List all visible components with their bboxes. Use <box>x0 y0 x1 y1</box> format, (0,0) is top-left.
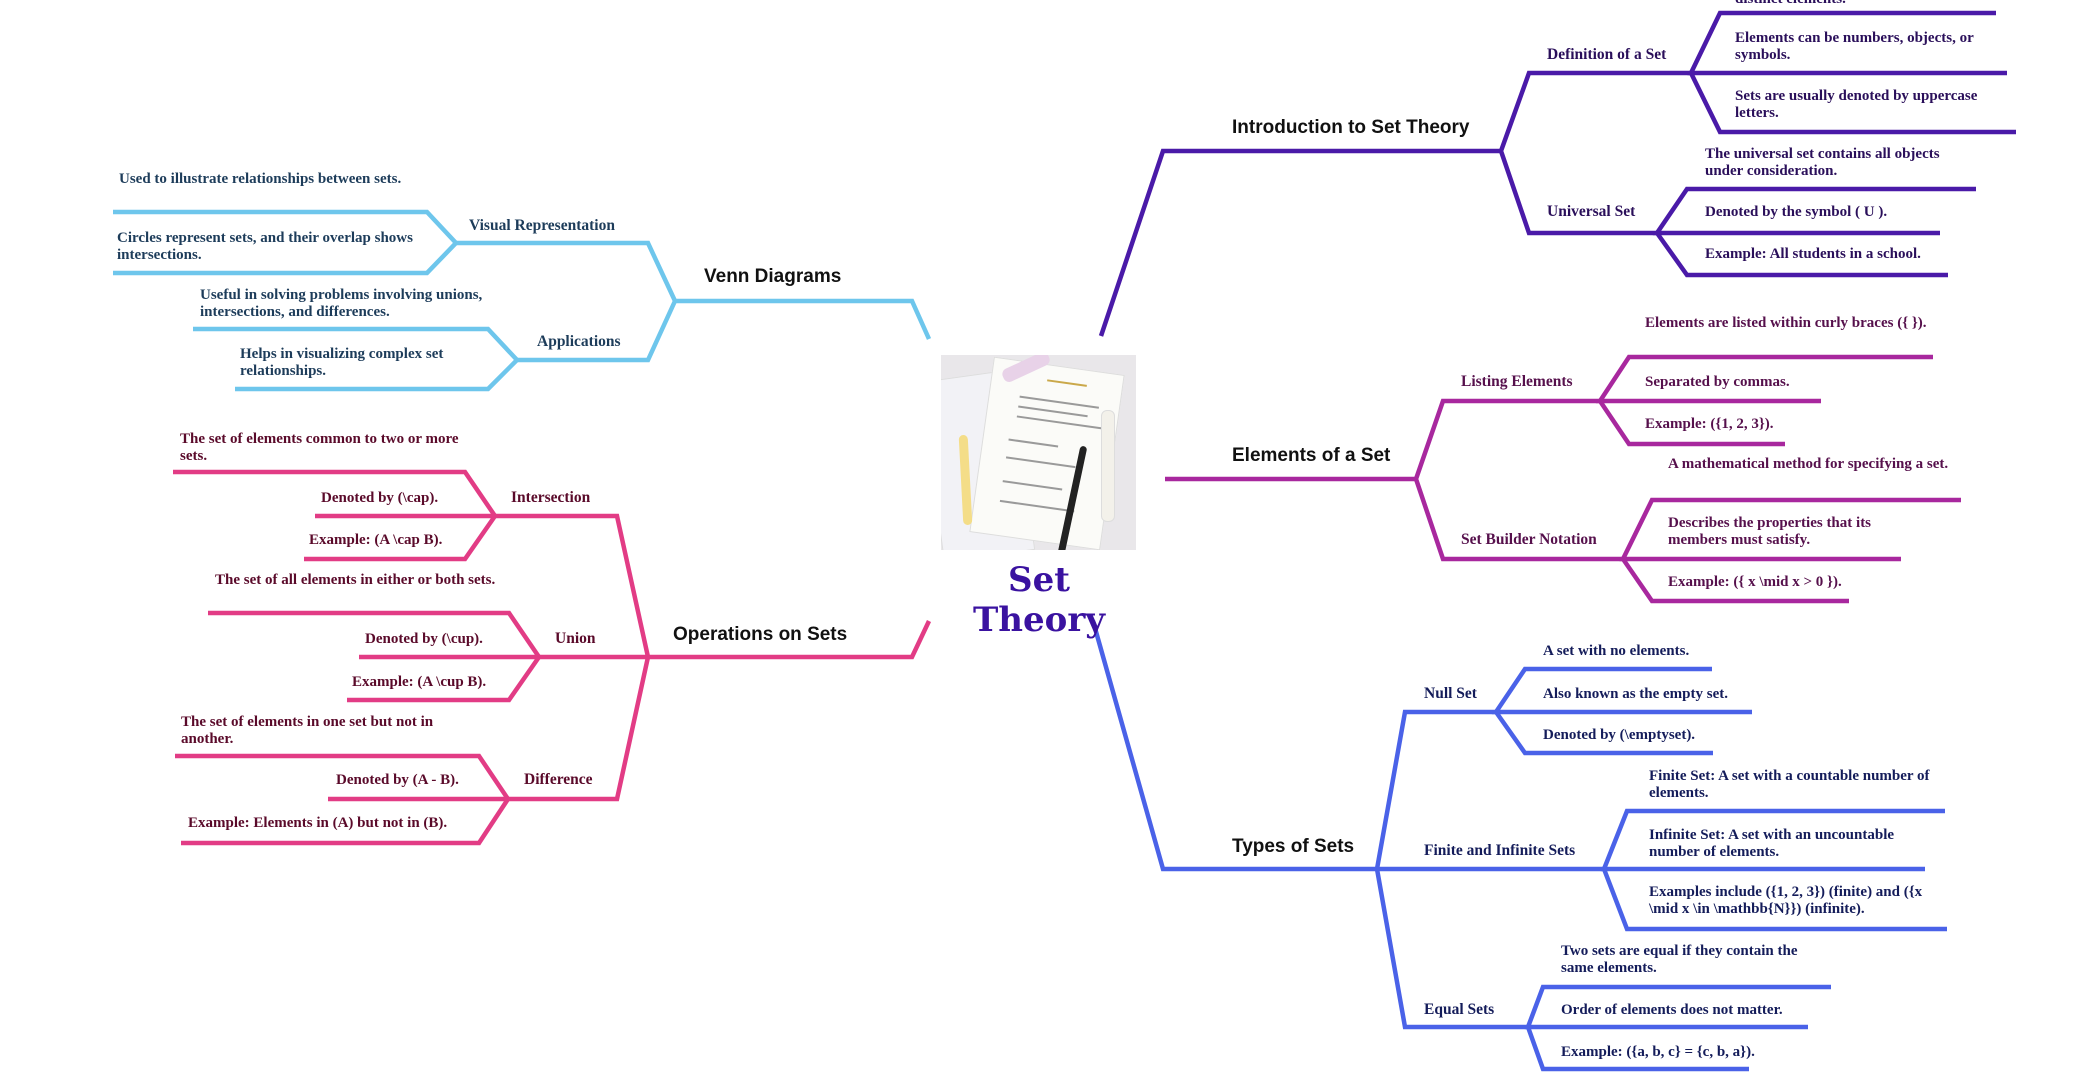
venn-connectors <box>113 209 932 392</box>
node-null[interactable]: Null Set <box>1424 685 1477 702</box>
definition-leaves <box>1687 10 2016 135</box>
leaf-union-3: Example: (A \cup B). <box>352 674 487 690</box>
universal-leaves <box>1652 186 1976 278</box>
types-main-branch <box>1090 620 1604 872</box>
leaf-definition-3: Sets are usually denoted by uppercase le… <box>1735 88 1978 121</box>
union-leaves <box>208 610 542 703</box>
leaf-null-2: Also known as the empty set. <box>1543 686 1729 702</box>
branch-venn[interactable]: Venn Diagrams <box>704 266 842 287</box>
leaf-listing-1: Elements are listed within curly braces … <box>1645 315 1927 331</box>
venn-main-branch <box>456 240 932 363</box>
leaf-equal-3: Example: ({a, b, c} = {c, b, a}). <box>1561 1044 1755 1060</box>
marker-icon <box>1101 410 1115 522</box>
node-intersection[interactable]: Intersection <box>511 489 591 506</box>
operations-main-branch <box>495 513 932 802</box>
leaf-equal-1: Two sets are equal if they contain the s… <box>1561 943 1798 976</box>
types-connectors <box>1090 620 1947 1072</box>
leaf-visual-1: Used to illustrate relationships between… <box>119 171 402 187</box>
leaf-builder-1: A mathematical method for specifying a s… <box>1668 456 1949 472</box>
node-visual[interactable]: Visual Representation <box>469 217 615 234</box>
node-finite[interactable]: Finite and Infinite Sets <box>1424 842 1576 859</box>
leaf-difference-3: Example: Elements in (A) but not in (B). <box>188 815 448 831</box>
applications-leaves <box>193 326 521 392</box>
leaf-builder-3: Example: ({ x \mid x > 0 }). <box>1668 574 1842 590</box>
leaf-difference-2: Denoted by (A - B). <box>336 772 459 788</box>
leaf-definition-1: distinct elements. <box>1735 0 1846 8</box>
leaf-intersection-2: Denoted by (\cap). <box>321 490 439 506</box>
leaf-finite-1: Finite Set: A set with a countable numbe… <box>1649 768 1930 801</box>
node-equal[interactable]: Equal Sets <box>1424 1001 1495 1018</box>
leaf-applications-1: Useful in solving problems involving uni… <box>200 287 483 320</box>
leaf-universal-2: Denoted by the symbol ( U ). <box>1705 204 1888 220</box>
leaf-listing-2: Separated by commas. <box>1645 374 1790 390</box>
leaf-union-1: The set of all elements in either or bot… <box>215 572 496 588</box>
intro-main-branch <box>1098 148 1501 337</box>
leaf-difference-1: The set of elements in one set but not i… <box>181 714 434 747</box>
leaf-applications-2: Helps in visualizing complex set relatio… <box>240 346 444 379</box>
node-listing[interactable]: Listing Elements <box>1461 373 1573 390</box>
null-leaves <box>1491 666 1752 756</box>
leaf-union-2: Denoted by (\cup). <box>365 631 483 647</box>
leaf-finite-3: Examples include ({1, 2, 3}) (finite) an… <box>1649 884 1923 917</box>
leaf-visual-2: Circles represent sets, and their overla… <box>117 230 413 263</box>
leaf-intersection-3: Example: (A \cap B). <box>309 532 443 548</box>
difference-leaves <box>175 753 511 846</box>
node-universal[interactable]: Universal Set <box>1547 203 1636 220</box>
finite-leaves <box>1600 808 1947 932</box>
builder-leaves <box>1619 497 1961 604</box>
branch-types[interactable]: Types of Sets <box>1232 836 1355 857</box>
leaf-universal-3: Example: All students in a school. <box>1705 246 1921 262</box>
types-sub-branches <box>1374 709 1528 1030</box>
branch-intro[interactable]: Introduction to Set Theory <box>1232 117 1470 138</box>
center-image <box>941 355 1136 550</box>
leaf-equal-2: Order of elements does not matter. <box>1561 1002 1783 1018</box>
leaf-finite-2: Infinite Set: A set with an uncountable … <box>1649 827 1895 860</box>
branch-elements[interactable]: Elements of a Set <box>1232 445 1391 466</box>
leaf-intersection-1: The set of elements common to two or mor… <box>180 431 459 464</box>
intro-connectors <box>1098 10 2016 337</box>
leaf-null-1: A set with no elements. <box>1543 643 1690 659</box>
leaf-null-3: Denoted by (\emptyset). <box>1543 727 1696 743</box>
visual-leaves <box>113 209 460 276</box>
operations-connectors <box>173 469 932 846</box>
node-union[interactable]: Union <box>555 630 596 647</box>
node-difference[interactable]: Difference <box>524 771 593 788</box>
elements-connectors <box>1165 354 1961 604</box>
listing-leaves <box>1595 354 1933 447</box>
intro-sub-branches <box>1498 70 1691 236</box>
intersection-leaves <box>173 469 498 562</box>
elements-sub-branches <box>1413 398 1623 562</box>
central-topic-title[interactable]: Set Theory <box>973 560 1105 640</box>
leaf-universal-1: The universal set contains all objects u… <box>1705 146 1940 179</box>
leaf-definition-2: Elements can be numbers, objects, or sym… <box>1735 30 1974 63</box>
node-applications[interactable]: Applications <box>537 333 621 350</box>
branch-operations[interactable]: Operations on Sets <box>673 624 848 645</box>
leaf-listing-3: Example: ({1, 2, 3}). <box>1645 416 1774 432</box>
node-builder[interactable]: Set Builder Notation <box>1461 531 1597 548</box>
leaf-builder-2: Describes the properties that its member… <box>1668 515 1872 548</box>
equal-leaves <box>1524 984 1831 1072</box>
node-definition[interactable]: Definition of a Set <box>1547 46 1667 63</box>
